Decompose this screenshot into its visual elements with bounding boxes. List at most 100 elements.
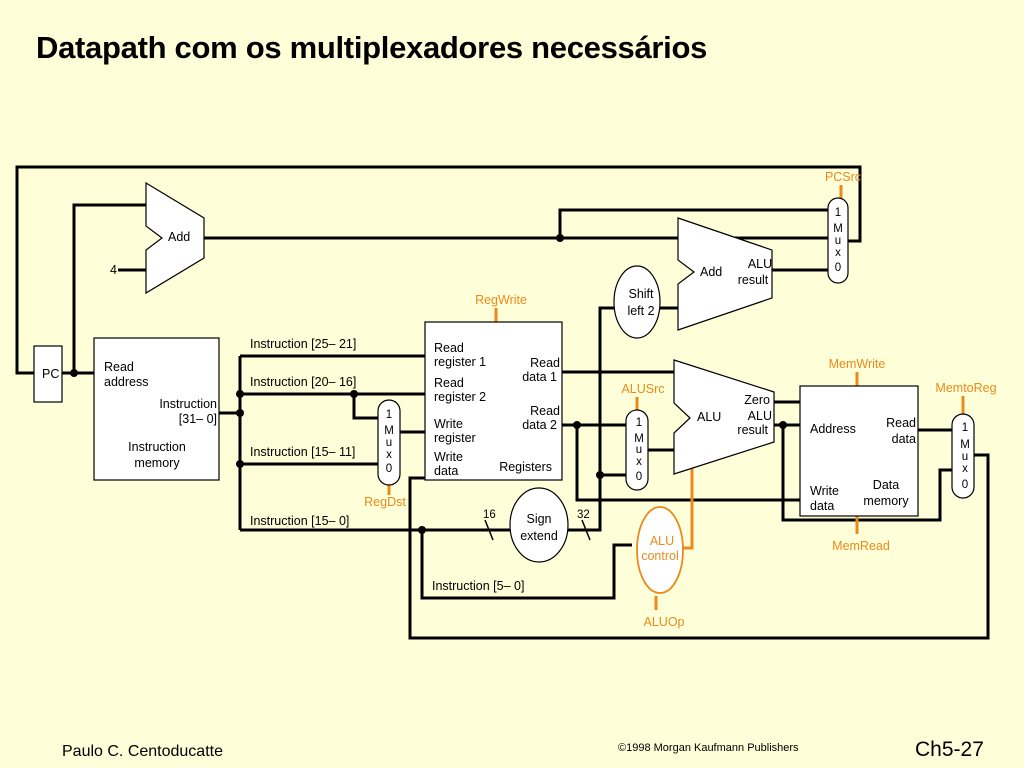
svg-text:Instruction [15– 0]: Instruction [15– 0] bbox=[250, 514, 349, 528]
main-alu: ALU Zero ALU result bbox=[673, 359, 775, 475]
svg-text:0: 0 bbox=[386, 463, 392, 475]
regwrite-label: RegWrite bbox=[475, 293, 527, 307]
alusrc-mux: 1 M u x 0 bbox=[625, 409, 649, 491]
svg-text:M: M bbox=[634, 433, 644, 445]
svg-text:0: 0 bbox=[636, 471, 642, 483]
svg-text:data 2: data 2 bbox=[522, 418, 557, 432]
svg-text:Instruction: Instruction bbox=[159, 397, 217, 411]
control-signal-labels: PCSrc RegWrite RegDst ALUSrc ALUOp MemWr… bbox=[364, 170, 996, 629]
author-footer: Paulo C. Centoducatte bbox=[62, 743, 223, 760]
svg-text:memory: memory bbox=[863, 494, 909, 508]
svg-text:Read: Read bbox=[434, 341, 464, 355]
svg-text:Instruction [15– 11]: Instruction [15– 11] bbox=[250, 445, 355, 459]
svg-text:[31– 0]: [31– 0] bbox=[179, 412, 217, 426]
svg-text:Write: Write bbox=[434, 417, 463, 431]
register-file: Read register 1 Read register 2 Write re… bbox=[424, 321, 563, 481]
instruction-field-labels: Instruction [25– 21] Instruction [20– 16… bbox=[250, 337, 524, 593]
svg-text:M: M bbox=[960, 439, 970, 451]
copyright-symbol: © bbox=[618, 742, 627, 754]
svg-text:register 2: register 2 bbox=[434, 390, 486, 404]
svg-text:Read: Read bbox=[886, 416, 916, 430]
svg-text:x: x bbox=[636, 456, 642, 468]
memtoreg-mux: 1 M u x 0 bbox=[951, 413, 975, 499]
svg-text:register 1: register 1 bbox=[434, 355, 486, 369]
slide-title: Datapath com os multiplexadores necessár… bbox=[36, 30, 708, 65]
svg-text:1: 1 bbox=[386, 409, 392, 421]
svg-text:Write: Write bbox=[810, 484, 839, 498]
svg-text:address: address bbox=[104, 375, 148, 389]
svg-text:ALU: ALU bbox=[748, 409, 772, 423]
data-memory: Address Read data Write data Data memory bbox=[799, 385, 919, 517]
svg-text:M: M bbox=[833, 223, 843, 235]
svg-text:data: data bbox=[434, 464, 458, 478]
svg-text:memory: memory bbox=[134, 456, 180, 470]
svg-text:Instruction: Instruction bbox=[128, 440, 186, 454]
pcsrc-mux: 1 M u x 0 bbox=[827, 197, 849, 284]
svg-text:M: M bbox=[384, 425, 394, 437]
shift-left-2: Shift left 2 bbox=[613, 265, 661, 339]
svg-text:extend: extend bbox=[520, 529, 558, 543]
svg-text:ALU: ALU bbox=[650, 534, 674, 548]
svg-text:Read: Read bbox=[104, 360, 134, 374]
svg-text:x: x bbox=[835, 247, 841, 259]
sign-extend: Sign extend bbox=[509, 487, 569, 563]
svg-text:Data: Data bbox=[873, 478, 899, 492]
svg-text:ALU: ALU bbox=[748, 257, 772, 271]
branch-adder: Add ALU result bbox=[677, 217, 773, 331]
svg-text:Instruction [25– 21]: Instruction [25– 21] bbox=[250, 337, 356, 351]
svg-text:Read: Read bbox=[434, 376, 464, 390]
bits-32-label: 32 bbox=[577, 509, 590, 521]
svg-text:Shift: Shift bbox=[628, 287, 654, 301]
svg-text:Instruction [20– 16]: Instruction [20– 16] bbox=[250, 375, 356, 389]
svg-text:Add: Add bbox=[700, 265, 722, 279]
svg-text:Address: Address bbox=[810, 422, 856, 436]
svg-text:Zero: Zero bbox=[744, 393, 770, 407]
svg-text:Sign: Sign bbox=[526, 512, 551, 526]
aluop-label: ALUOp bbox=[644, 615, 685, 629]
regdst-mux: 1 M u x 0 bbox=[377, 399, 401, 486]
alusrc-label: ALUSrc bbox=[621, 382, 664, 396]
svg-text:1: 1 bbox=[835, 207, 841, 219]
wire-junctions bbox=[70, 234, 787, 534]
pc-label: PC bbox=[42, 367, 59, 381]
alu-control: ALU control bbox=[636, 506, 684, 594]
copyright-text: 1998 Morgan Kaufmann Publishers bbox=[626, 742, 799, 754]
pc-register: PC bbox=[33, 345, 63, 403]
svg-text:Write: Write bbox=[434, 450, 463, 464]
svg-text:Read: Read bbox=[530, 356, 560, 370]
svg-text:0: 0 bbox=[962, 479, 968, 491]
svg-text:1: 1 bbox=[962, 422, 968, 434]
svg-text:u: u bbox=[386, 437, 392, 449]
memread-label: MemRead bbox=[832, 539, 890, 553]
page-number: Ch5-27 bbox=[915, 738, 984, 761]
constant-four: 4 bbox=[110, 263, 117, 277]
svg-text:register: register bbox=[434, 431, 476, 445]
copyright-footer: ©1998 Morgan Kaufmann Publishers bbox=[618, 742, 799, 754]
datapath-wires bbox=[15, 165, 990, 640]
svg-text:control: control bbox=[641, 549, 679, 563]
regdst-label: RegDst bbox=[364, 495, 406, 509]
svg-text:ALU: ALU bbox=[697, 410, 721, 424]
bits-16-label: 16 bbox=[483, 509, 496, 521]
memtoreg-label: MemtoReg bbox=[935, 381, 996, 395]
svg-text:x: x bbox=[386, 449, 392, 461]
svg-text:Instruction [5– 0]: Instruction [5– 0] bbox=[432, 579, 524, 593]
svg-text:u: u bbox=[835, 235, 841, 247]
svg-text:x: x bbox=[962, 463, 968, 475]
svg-text:u: u bbox=[962, 451, 968, 463]
bit-width-marks bbox=[484, 519, 591, 541]
svg-text:left 2: left 2 bbox=[627, 304, 654, 318]
svg-text:data: data bbox=[810, 499, 834, 513]
instruction-memory: Read address Instruction [31– 0] Instruc… bbox=[93, 337, 220, 481]
pc-adder-label: Add bbox=[168, 230, 190, 244]
svg-text:1: 1 bbox=[636, 417, 642, 429]
svg-text:u: u bbox=[636, 444, 642, 456]
svg-text:Registers: Registers bbox=[499, 460, 552, 474]
control-wires bbox=[387, 185, 965, 610]
svg-text:Read: Read bbox=[530, 404, 560, 418]
svg-text:data 1: data 1 bbox=[522, 370, 557, 384]
pcsrc-label: PCSrc bbox=[825, 170, 861, 184]
pc-adder: Add bbox=[145, 181, 205, 295]
svg-text:result: result bbox=[738, 273, 769, 287]
